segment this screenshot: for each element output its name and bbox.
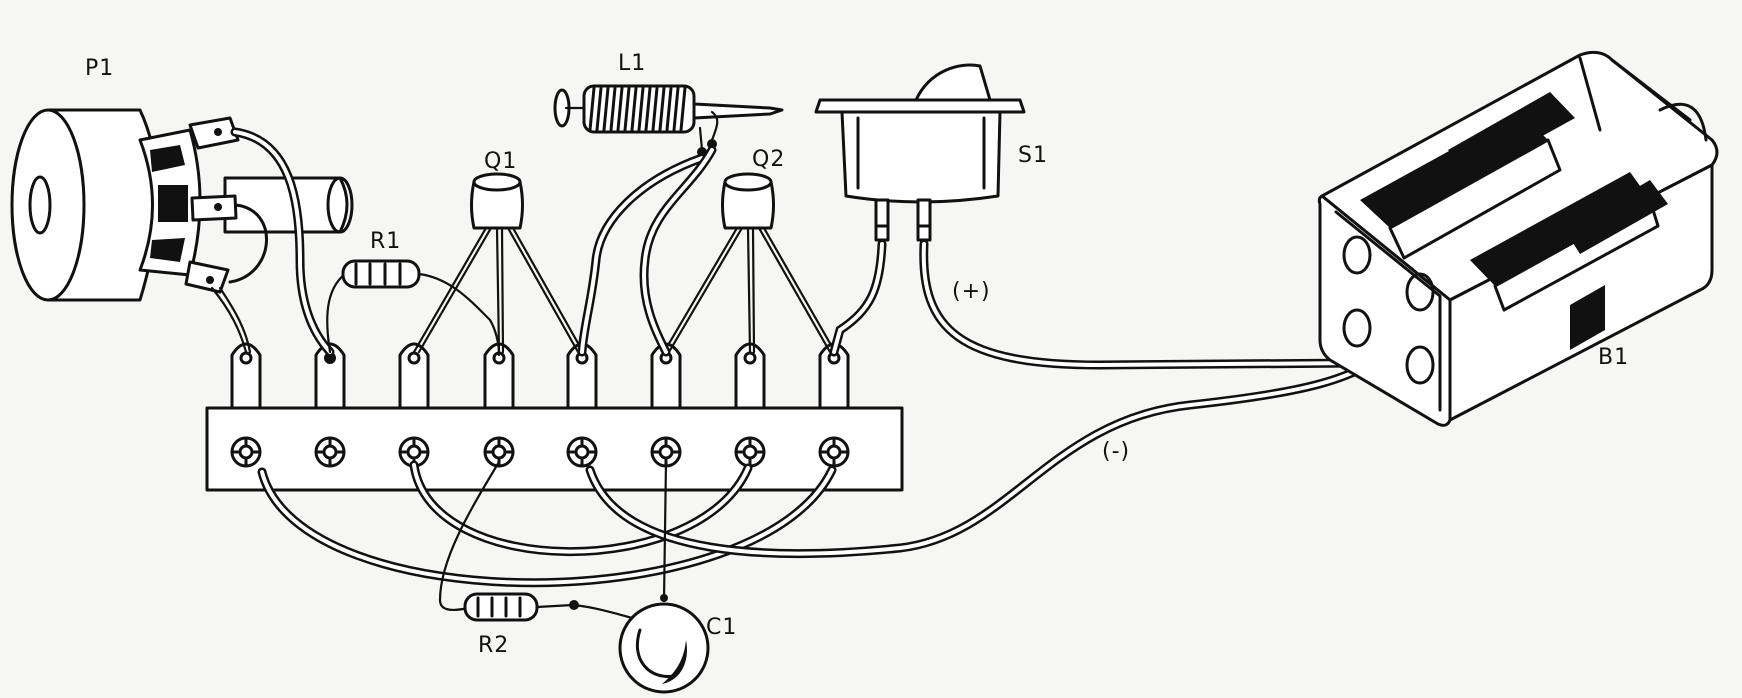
- transistor-q1: [412, 172, 585, 354]
- switch-s1: [814, 63, 1399, 370]
- capacitor-c1: [572, 594, 710, 694]
- terminal-eyelets: [230, 436, 850, 468]
- battery-holder-b1: [1317, 50, 1719, 427]
- terminal-lugs: [230, 342, 850, 412]
- label-b1: B1: [1598, 345, 1629, 370]
- terminal-strip: [205, 342, 904, 492]
- label-positive: (+): [952, 279, 991, 304]
- label-c1: C1: [706, 615, 737, 640]
- resistor-r1: [326, 259, 501, 357]
- label-s1: S1: [1018, 143, 1048, 168]
- label-r2: R2: [478, 633, 509, 658]
- label-l1: L1: [618, 51, 646, 76]
- label-p1: P1: [85, 56, 114, 81]
- terminal-strip-body: [205, 406, 904, 492]
- resistor-r2: [463, 592, 579, 622]
- potentiometer-p1: [10, 108, 354, 357]
- bottom-wires: [257, 341, 1397, 611]
- label-q1: Q1: [484, 149, 517, 174]
- transistor-q2: [662, 172, 837, 354]
- component-labels: P1 L1 Q1 Q2 S1 R1 R2 C1 B1 (+) (-): [85, 51, 1629, 658]
- coil-l1: [553, 84, 784, 357]
- label-r1: R1: [370, 229, 401, 254]
- label-negative: (-): [1102, 439, 1130, 464]
- label-q2: Q2: [752, 147, 785, 172]
